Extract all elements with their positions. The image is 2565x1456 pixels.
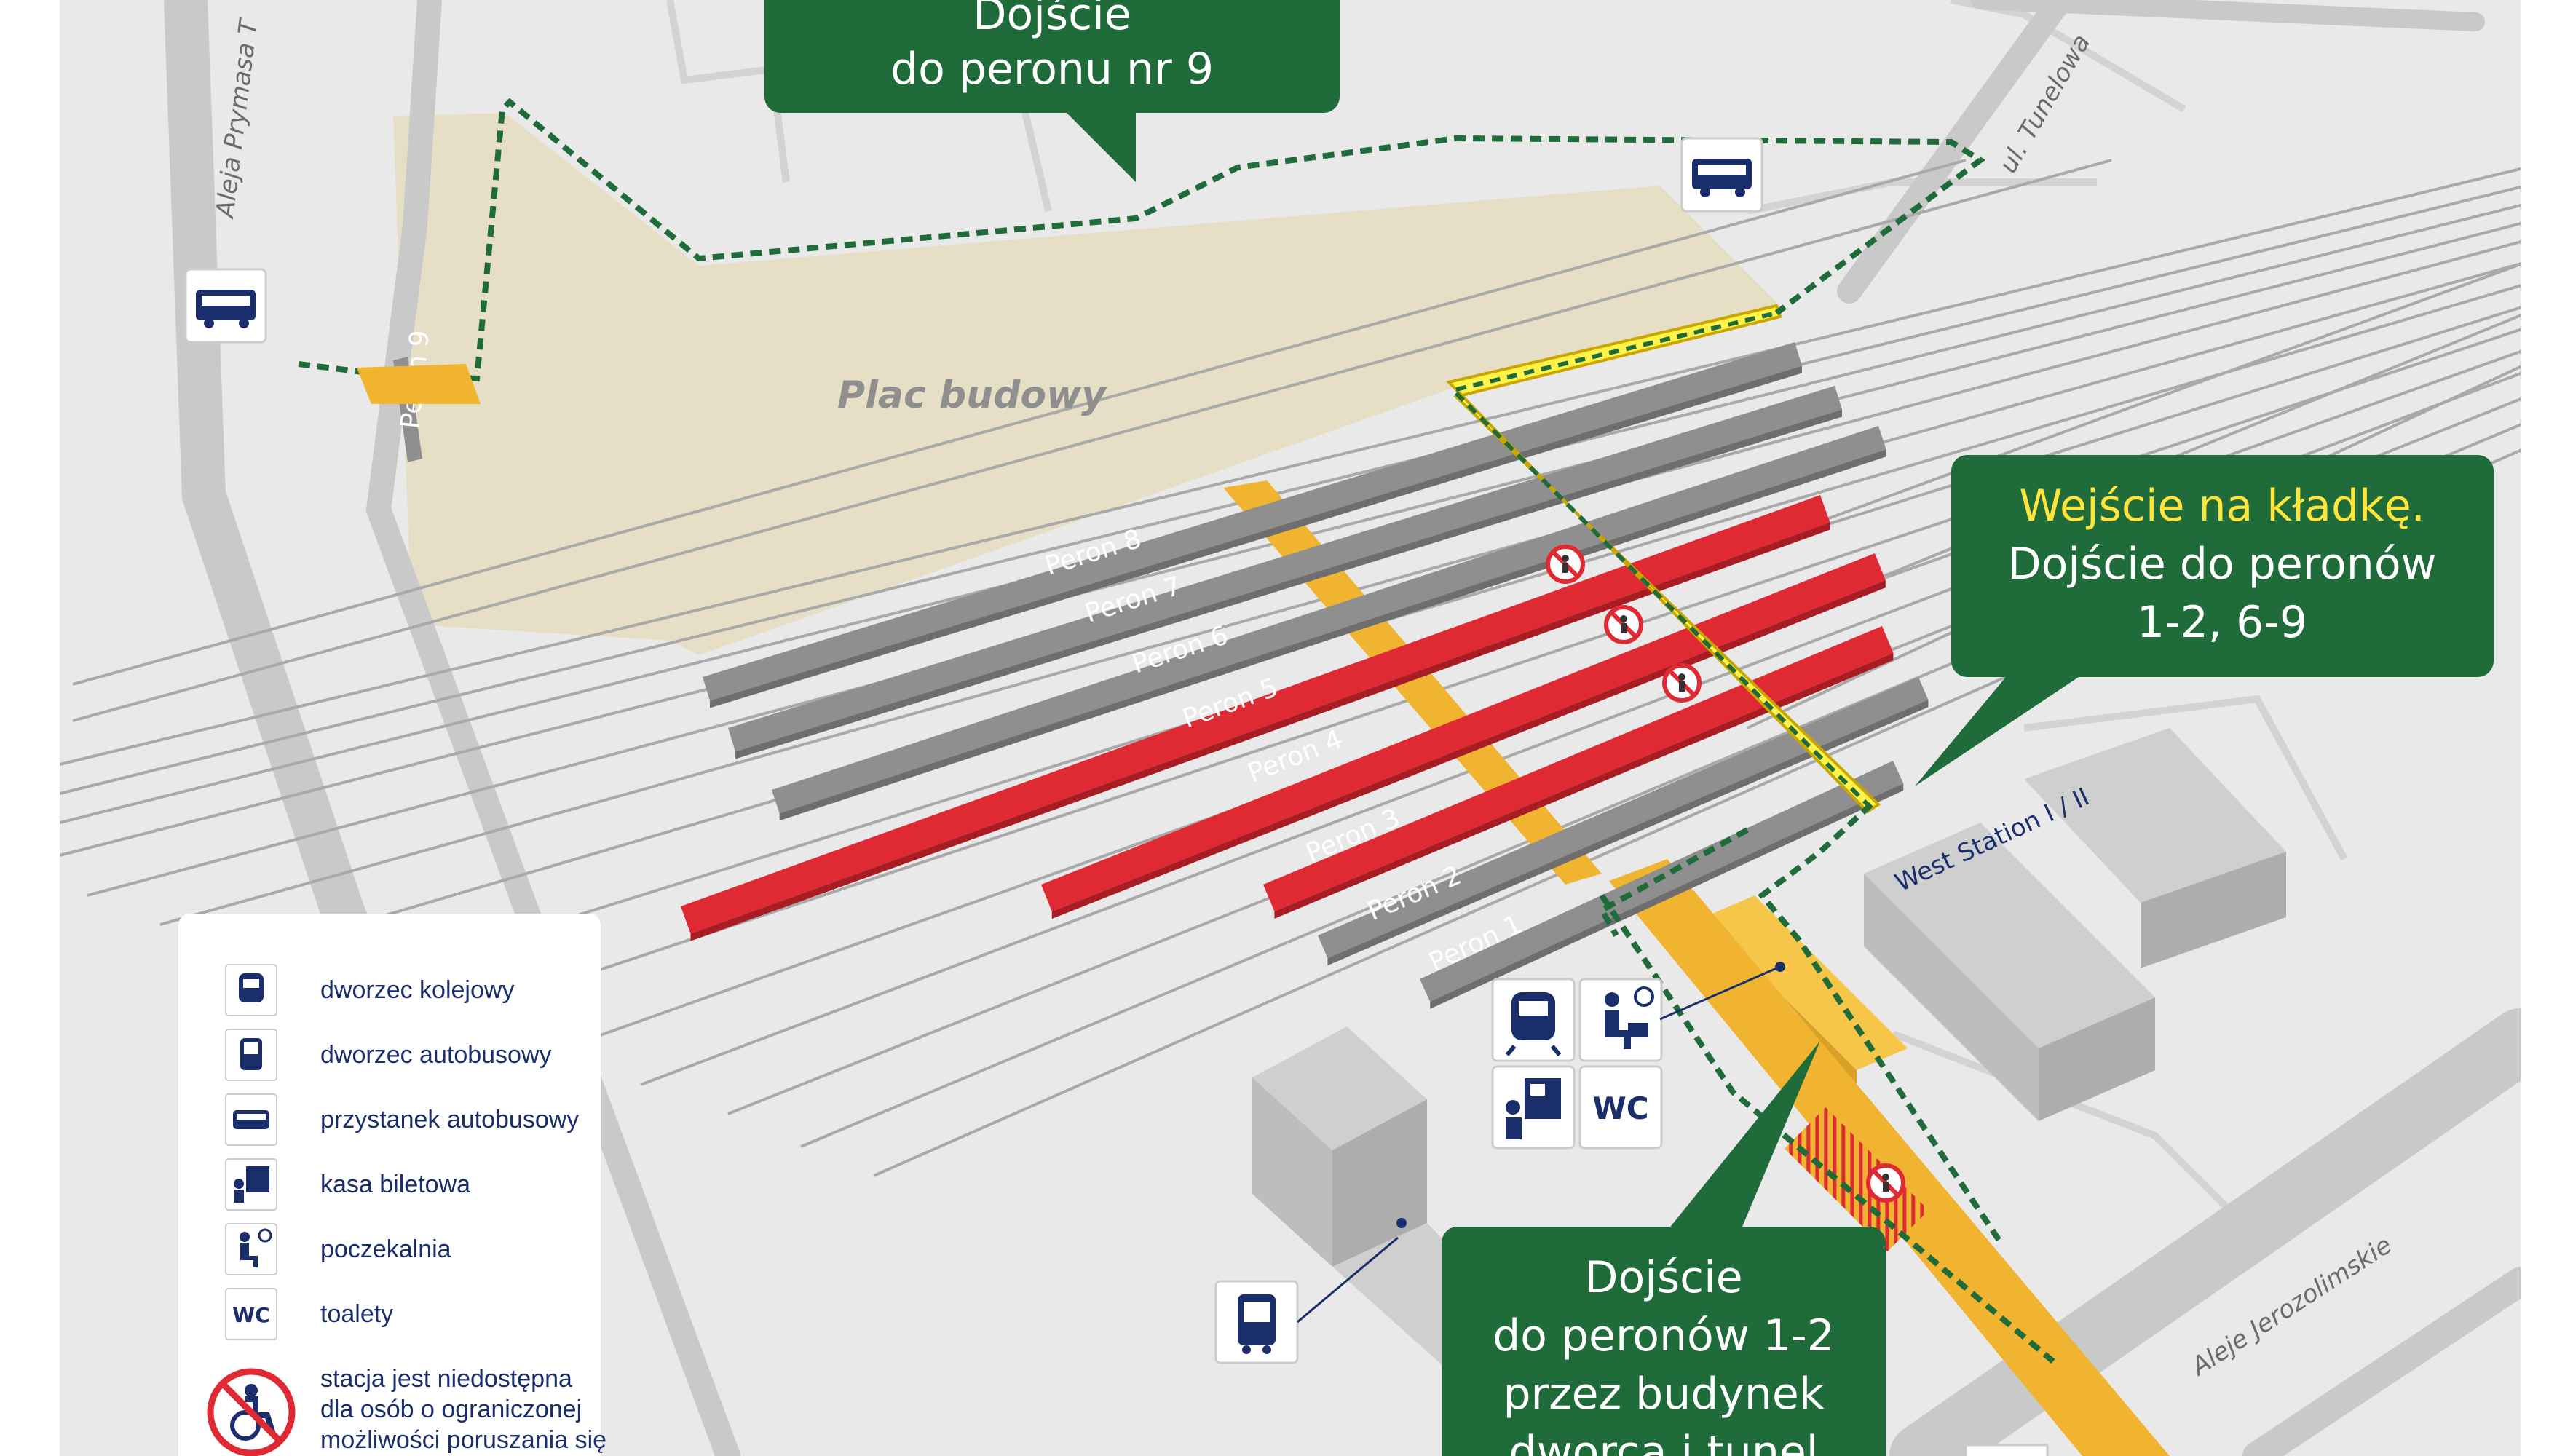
bus-station-icon	[1214, 1280, 1299, 1364]
accessibility-line-2: dla osób o ograniczonej	[320, 1396, 582, 1423]
platform-body	[1041, 553, 1886, 912]
ticket-office-icon	[225, 1158, 277, 1211]
legend-label: dworzec kolejowy	[320, 976, 514, 1004]
bus-station-icon	[225, 1029, 277, 1081]
platform-edge	[690, 522, 1830, 941]
platform-edge	[1327, 700, 1929, 966]
closed-tunnel-segment	[1785, 1107, 1929, 1251]
legend-label: przystanek autobusowy	[320, 1106, 579, 1133]
accessibility-icon	[207, 1368, 296, 1456]
platform-body	[1420, 761, 1904, 1002]
no-access-icon	[1866, 1163, 1905, 1203]
waiting-room-icon	[225, 1223, 277, 1275]
accessibility-line-1: stacja jest niedostępna	[320, 1365, 572, 1393]
waiting-room-icon	[1578, 978, 1663, 1062]
route-through-station	[1599, 893, 2055, 1364]
facilities-pointer-dot	[1775, 962, 1785, 972]
platform-edge	[1274, 652, 1894, 919]
train-station-icon	[1491, 978, 1576, 1062]
walking-routes	[298, 98, 2055, 1364]
tunnel-path	[1609, 859, 2170, 1456]
bus-stop-icon	[1680, 137, 1763, 213]
no-access-icon	[1662, 663, 1702, 703]
legend-label: poczekalnia	[320, 1235, 451, 1263]
callout-tunnel: Dojście do peronów 1-2 przez budynek dwo…	[1442, 1041, 1886, 1456]
platform-edge	[735, 409, 1843, 759]
callout-tunnel-line4: dworca i tunel	[1509, 1427, 1819, 1456]
legend-item: dworzec autobusowy	[225, 1029, 552, 1081]
legend-item: przystanek autobusowy	[225, 1093, 579, 1146]
accessibility-line-3: możliwości poruszania się	[320, 1426, 606, 1454]
callout-footbridge-line1: Wejście na kładkę.	[2019, 480, 2425, 531]
facilities-pointer	[1659, 967, 1777, 1021]
callout-peron9: Dojście do peronu nr 9	[764, 0, 1340, 182]
partial-icon	[1964, 1444, 2049, 1456]
callout-footbridge-line2: Dojście do peronów	[2007, 539, 2436, 590]
callout-footbridge-line3: 1-2, 6-9	[2137, 597, 2307, 648]
legend-label: dworzec autobusowy	[320, 1041, 552, 1069]
bus-station-pointer	[1297, 1236, 1399, 1324]
callout-peron9-line2: do peronu nr 9	[890, 44, 1214, 95]
station-facilities: WC	[1491, 978, 1663, 1150]
platform-edge	[709, 365, 1802, 708]
wc-icon: WC	[225, 1288, 277, 1340]
platform-edge	[1430, 783, 1904, 1009]
legend-label: toalety	[320, 1300, 393, 1328]
wc-icon: WC	[1578, 1065, 1663, 1150]
construction-site-area	[393, 113, 1780, 655]
no-access-icon	[1604, 605, 1643, 644]
wc-badge: WC	[232, 1303, 269, 1327]
route-to-west-station	[1758, 802, 2005, 1247]
bus-station-pointer-dot	[1396, 1218, 1407, 1228]
construction-site-label: Plac budowy	[837, 373, 1107, 417]
platform-8: Peron 8	[703, 342, 1802, 708]
callout-tunnel-line3: przez budynek	[1503, 1369, 1824, 1420]
bus-stop-icon	[225, 1093, 277, 1146]
platform-9-access	[357, 364, 481, 404]
platform-body	[681, 495, 1830, 934]
legend-item: poczekalnia	[225, 1223, 451, 1275]
no-access-icon	[1546, 545, 1585, 584]
building-west-station	[1864, 728, 2286, 1121]
no-access-signs	[1546, 545, 1905, 1203]
platform-edge	[779, 449, 1886, 821]
wc-label: WC	[1592, 1091, 1648, 1126]
platform-body	[728, 386, 1843, 752]
legend-item: kasa biletowa	[225, 1158, 470, 1211]
legend-item: dworzec kolejowy	[225, 964, 514, 1016]
callout-peron9-line1: Dojście	[973, 0, 1131, 40]
platform-body	[1318, 677, 1929, 959]
callout-tunnel-line2: do peronów 1-2	[1493, 1310, 1835, 1361]
platform-body	[703, 342, 1802, 701]
bus-stop-icon	[184, 268, 267, 344]
platform-body	[1263, 626, 1894, 911]
callout-footbridge: Wejście na kładkę. Dojście do peronów 1-…	[1915, 455, 2494, 786]
platform-body	[772, 426, 1886, 814]
ticket-office-icon	[1491, 1065, 1576, 1150]
legend: dworzec kolejowy dworzec autobusowy przyst…	[178, 914, 606, 1456]
legend-label: kasa biletowa	[320, 1171, 470, 1198]
legend-item: WC toalety	[225, 1288, 393, 1340]
train-station-icon	[225, 964, 277, 1016]
route-to-platform-9	[298, 98, 1986, 382]
callout-tunnel-line1: Dojście	[1584, 1252, 1742, 1303]
